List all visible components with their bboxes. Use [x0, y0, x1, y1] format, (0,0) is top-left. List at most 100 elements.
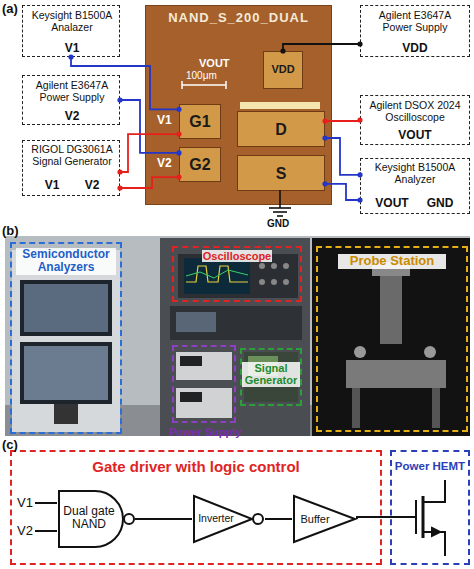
wire-dot [280, 48, 285, 53]
hemt-symbol-part [423, 480, 445, 502]
lab-photo-part [176, 388, 232, 418]
signal-name: V1 [17, 496, 33, 509]
wire-dot [176, 175, 181, 180]
wire-line [120, 177, 179, 188]
gate-name: Inverter [195, 513, 237, 525]
instrument-box: Agilent DSOX 2024 OscilloscopeVOUT [360, 95, 470, 145]
wire-connector [280, 41, 362, 53]
lab-photo-part [180, 392, 202, 402]
group-frame: Gate driver with logic controlDual gate … [10, 450, 382, 565]
lab-photo-part [160, 238, 310, 436]
wire-line [71, 57, 179, 109]
wire-line [265, 518, 292, 520]
lab-photo-part [184, 258, 250, 294]
wire-line [357, 517, 390, 519]
instrument-name: Agilent DSOX 2024 Oscilloscope [366, 100, 464, 124]
pad-name: VDD [264, 63, 302, 75]
lab-photo-part [346, 360, 446, 388]
lab-photo-part [354, 346, 366, 358]
panel-label: (b) [2, 224, 19, 237]
ground-symbol-part [273, 211, 287, 213]
ground-symbol-part [279, 190, 281, 208]
input-wire-part [35, 502, 57, 504]
bond-pad: G1 [179, 104, 221, 139]
scale-bar-part [181, 81, 183, 89]
lab-photo-part [283, 279, 289, 285]
lab-photo-part [312, 238, 470, 436]
gate-name: Dual gate NAND [61, 505, 117, 532]
buffer-gate: Buffer [292, 494, 357, 544]
instrument-box: Agilent E3647A Power SupplyVDD [360, 5, 470, 57]
signal-name: V2 [17, 524, 33, 537]
signal-name: VDD [396, 42, 434, 55]
lab-photo [5, 236, 470, 436]
input-wire [35, 503, 57, 531]
wire-connector [322, 117, 362, 123]
instrument-name: Keysight B1500A Analyzer [366, 162, 464, 186]
wire-connector [117, 132, 181, 175]
group-frame: Semiconductor Analyzers [10, 242, 122, 434]
lab-photo-part [24, 346, 108, 400]
group-title: Signal Generator [242, 362, 300, 387]
lab-photo-part [5, 236, 470, 436]
ground-label: GND [267, 219, 289, 229]
bond-pad: D [237, 111, 325, 147]
lab-photo-part [186, 270, 248, 278]
group-title: Semiconductor Analyzers [16, 248, 116, 275]
signal-name: VOUT [369, 197, 415, 210]
instrument-box: Keysight B1500A AnalyzerVOUTGND [360, 158, 470, 214]
signal-name: V2 [75, 179, 109, 192]
nand-gate: Dual gate NAND [57, 489, 135, 549]
wire-dot [322, 181, 327, 186]
lab-photo-part [259, 279, 265, 285]
pad-name: G1 [180, 113, 220, 131]
scale-bar-part [225, 81, 227, 89]
wire-connector [117, 175, 181, 191]
lab-photo-part [380, 272, 402, 344]
lab-photo-part [12, 250, 120, 432]
group-title: Gate driver with logic control [12, 459, 380, 476]
lab-photo-part [176, 312, 216, 332]
signal-name: VOUT [391, 129, 439, 142]
lab-photo-part [24, 284, 108, 332]
wire-connector [322, 135, 362, 177]
inverter-gate: Inverter [192, 494, 265, 544]
wire-dot [322, 135, 327, 140]
group-title: Power Supply [162, 426, 248, 438]
signal-name: GND [417, 197, 463, 210]
wire-dot [357, 117, 362, 122]
instrument-box: Agilent E3647A Power SupplyV2 [22, 75, 120, 125]
panel-label: (a) [2, 2, 18, 15]
hemt-symbol-part [423, 532, 445, 556]
pad-name: S [238, 165, 324, 183]
signal-name: V1 [53, 42, 91, 55]
lab-photo-part [170, 306, 302, 340]
scale-bar-part [182, 84, 226, 86]
signal-name: V2 [53, 110, 91, 123]
lab-photo-part [283, 263, 289, 269]
wire-connector [135, 519, 192, 520]
instrument-name: RIGOL DG3061A Signal Generator [26, 144, 118, 168]
group-frame: Signal Generator [240, 348, 302, 406]
group-title: Probe Station [338, 254, 446, 269]
hemt-symbol-part [415, 500, 417, 534]
hemt-symbol [390, 480, 445, 556]
lab-photo-part [259, 263, 265, 269]
group-frame: Probe Station [316, 246, 468, 432]
group-title: Power HEMT [392, 460, 468, 473]
gate-name: Buffer [295, 513, 335, 525]
scale-bar [182, 81, 226, 89]
instrument-box: RIGOL DG3061A Signal GeneratorV1V2 [22, 140, 120, 196]
lab-photo-part [20, 342, 112, 404]
wire-line [120, 134, 179, 172]
lab-photo-part [424, 346, 436, 358]
hemt-symbol-part [432, 528, 440, 536]
wire-dot [117, 97, 122, 102]
bond-pad: VDD [263, 51, 303, 89]
pad-name: D [238, 121, 324, 139]
wire-dot [117, 185, 122, 190]
lab-photo-part [432, 388, 440, 428]
wire-dot [68, 54, 73, 59]
instrument-box: Keysight B1500A AnalazerV1 [22, 5, 120, 57]
